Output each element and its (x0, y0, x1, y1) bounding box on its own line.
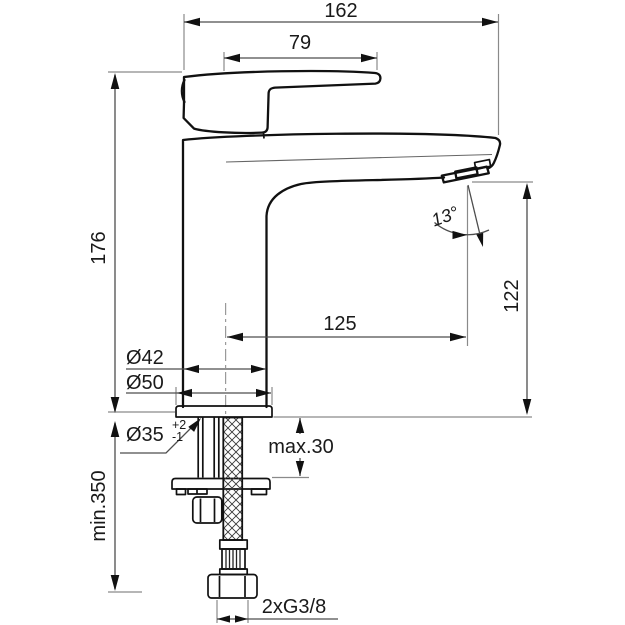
hole-tolerance-minus: -1 (172, 430, 183, 444)
min-hose-length-label: min.350 (88, 470, 110, 541)
body-spout-upper-outline (181, 132, 502, 409)
spout-height-label: 122 (501, 279, 523, 312)
arrow-up (522, 183, 532, 199)
dimension-spout-angle: 13° (429, 184, 490, 247)
arrow-right (361, 53, 377, 63)
hose-collar (218, 539, 249, 550)
arrow-left (184, 364, 199, 374)
body-diameter-label: Ø42 (126, 347, 164, 369)
supply-connection-label: 2xG3/8 (262, 596, 326, 618)
dimension-spout-height: 122 (472, 181, 533, 415)
arrow-up (110, 73, 120, 89)
dimension-body-diameter: Ø42 (126, 347, 266, 374)
total-width-label: 162 (324, 0, 357, 22)
angle-ray-arrow (476, 232, 484, 247)
mounting-hardware (171, 417, 271, 524)
arrow-right (251, 364, 266, 374)
body-chamfer-line (225, 153, 493, 163)
aerator-face (454, 166, 479, 180)
dimension-supply-connection: 2xG3/8 (216, 596, 338, 623)
dimension-min-hose-length: min.350 (88, 421, 142, 593)
dimension-base-diameter: Ø50 (126, 372, 273, 405)
max-deck-thickness-label: max.30 (268, 436, 334, 458)
arrow-left (227, 332, 243, 342)
dimension-total-width: 162 (183, 0, 500, 135)
arrow-left (177, 388, 192, 398)
handle-back-edge (180, 78, 186, 104)
spout-reach-label: 125 (323, 313, 356, 335)
braided-hose (222, 416, 244, 541)
hole-tolerance-plus: +2 (172, 418, 186, 432)
faucet-body (181, 132, 502, 409)
arrow-right (256, 388, 271, 398)
dimension-max-deck-thickness: max.30 (268, 418, 334, 479)
arrow-up (110, 421, 120, 437)
angle-arc-arrow (452, 230, 467, 240)
arrow-left (217, 615, 230, 623)
supply-hose (207, 416, 258, 599)
spout-angle-label: 13° (429, 202, 461, 230)
arrow-down (110, 575, 120, 591)
arrow-left (224, 53, 240, 63)
base-and-deck (175, 405, 532, 418)
aerator-outer (440, 165, 490, 184)
leader-arrow (188, 418, 201, 432)
arrow-right (450, 332, 466, 342)
base-plate (175, 405, 273, 418)
dimension-body-height: 176 (88, 71, 182, 413)
handle-outline (182, 69, 382, 135)
arrow-up (295, 418, 305, 433)
arrow-down (522, 399, 532, 415)
hose-knurl-lines (225, 550, 241, 568)
clamp-flange (171, 477, 271, 490)
lever-length-label: 79 (289, 32, 311, 54)
hose-connection-nut (207, 573, 258, 599)
body-spout-underside-outline (265, 176, 446, 409)
arrow-right (482, 17, 498, 27)
body-height-label: 176 (88, 231, 110, 264)
handle-body-joint (262, 132, 265, 139)
dimension-hole-diameter: Ø35 +2 -1 (120, 418, 201, 454)
hole-diameter-label: Ø35 (126, 424, 164, 446)
arrow-right (235, 615, 248, 623)
base-diameter-label: Ø50 (126, 372, 164, 394)
arrow-down (110, 397, 120, 413)
dimension-lever-length: 79 (223, 32, 378, 71)
arrow-left (184, 17, 200, 27)
arrow-down (295, 461, 305, 476)
dimension-spout-reach: 125 (227, 186, 469, 346)
flange-claw-left (175, 488, 187, 496)
aerator (440, 158, 492, 184)
faucet-handle (180, 69, 382, 139)
flange-claw-right (250, 488, 268, 496)
mounting-nut (191, 496, 223, 524)
